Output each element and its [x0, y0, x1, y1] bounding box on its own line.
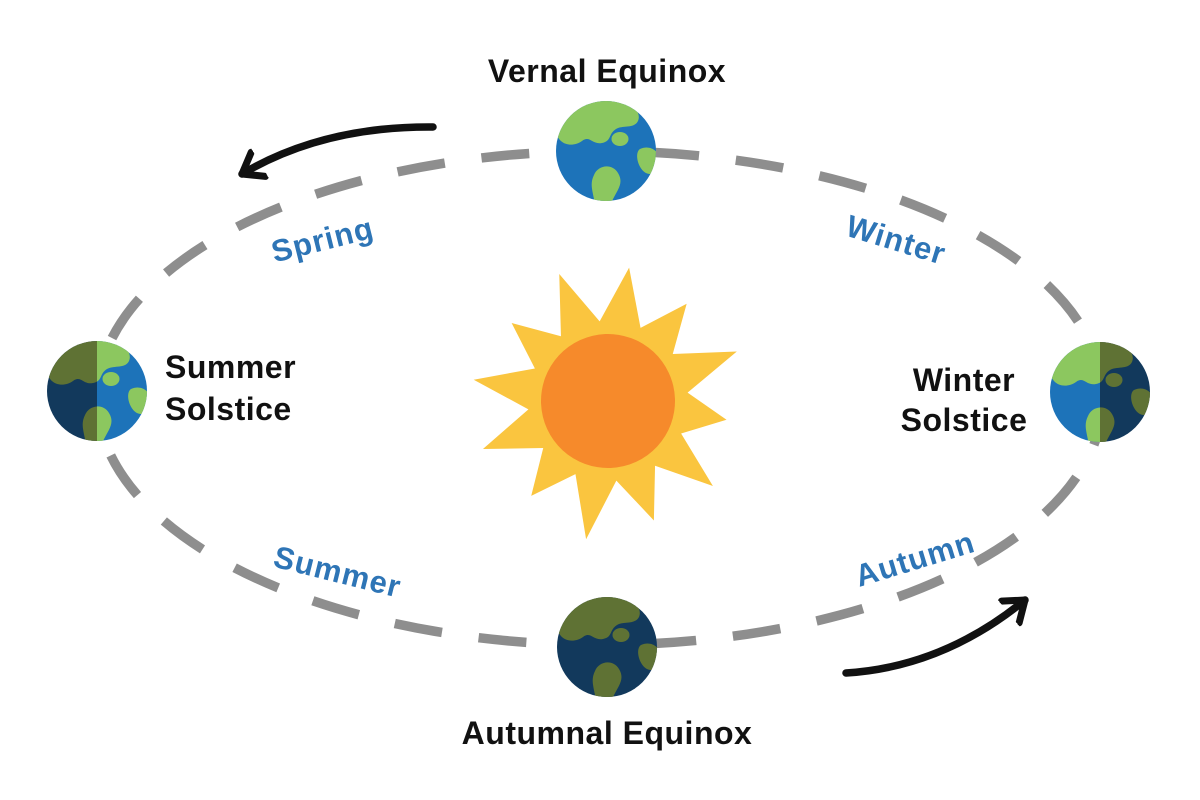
season-label-autumn: Autumn	[851, 524, 979, 593]
orbit-direction-arrow-bottom	[842, 596, 1029, 677]
winter-solstice-label: Winter Solstice	[901, 362, 1028, 438]
sun-icon	[473, 267, 737, 540]
orbit-direction-arrow-top	[238, 123, 437, 174]
season-label-spring: Spring	[268, 210, 378, 269]
earth-icon-winter-solstice	[1050, 339, 1154, 448]
earth-icon-autumnal	[557, 594, 661, 703]
summer-solstice-line2: Solstice	[165, 391, 292, 427]
summer-solstice-line1: Summer	[165, 349, 296, 385]
winter-solstice-line1: Winter	[913, 362, 1015, 398]
earth-icon-summer-solstice	[47, 338, 151, 447]
winter-solstice-line2: Solstice	[901, 402, 1028, 438]
sun-core	[541, 334, 675, 468]
season-label-summer: Summer	[270, 539, 405, 604]
autumnal-equinox-label: Autumnal Equinox	[462, 715, 753, 751]
summer-solstice-label: Summer Solstice	[165, 349, 296, 427]
vernal-equinox-label: Vernal Equinox	[488, 53, 726, 89]
earth-icon-vernal	[556, 98, 660, 207]
